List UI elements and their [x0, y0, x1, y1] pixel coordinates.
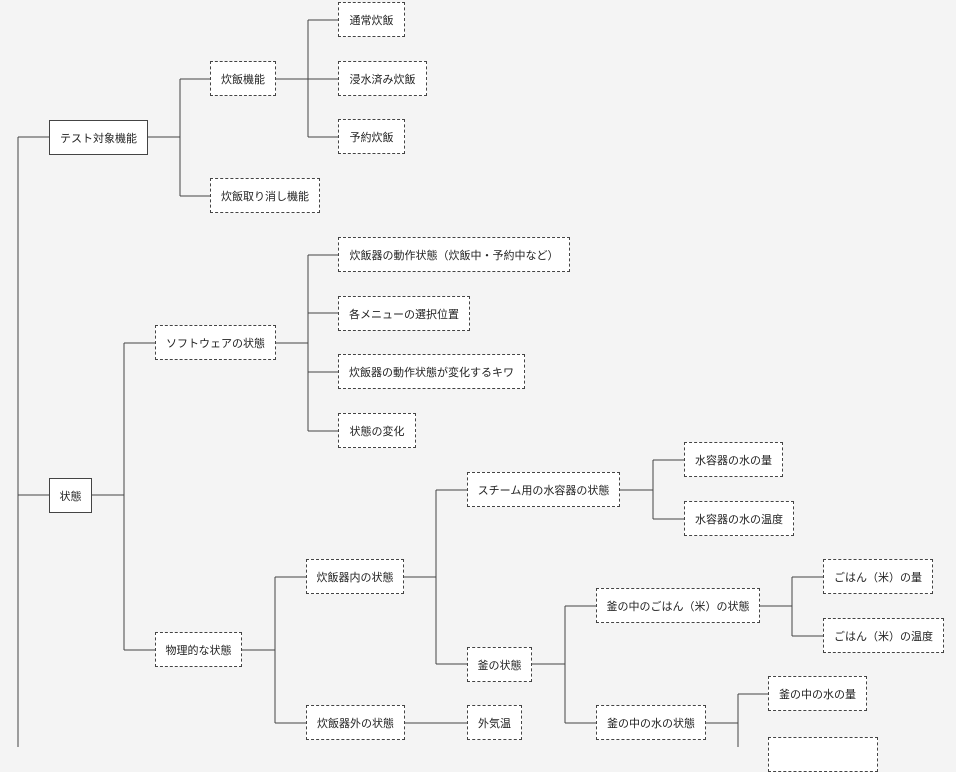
node-rice-temp[interactable]: ごはん（米）の温度: [823, 618, 944, 653]
node-pot-water-amount[interactable]: 釜の中の水の量: [768, 676, 867, 711]
node-state-change-key[interactable]: 炊飯器の動作状態が変化するキワ: [338, 354, 525, 389]
node-normal-cooking[interactable]: 通常炊飯: [338, 2, 405, 37]
node-rice-cooking[interactable]: 炊飯機能: [210, 61, 276, 96]
node-tank-water-temp[interactable]: 水容器の水の温度: [684, 501, 794, 536]
node-pot-state[interactable]: 釜の状態: [467, 647, 532, 682]
node-soaked-cooking[interactable]: 浸水済み炊飯: [338, 61, 427, 96]
node-cooker-inside[interactable]: 炊飯器内の状態: [306, 559, 404, 594]
node-timer-cooking[interactable]: 予約炊飯: [338, 119, 405, 154]
node-outside-temp[interactable]: 外気温: [467, 705, 522, 740]
node-tank-water-amount[interactable]: 水容器の水の量: [684, 442, 783, 477]
node-cancel-cooking[interactable]: 炊飯取り消し機能: [210, 178, 320, 213]
node-pot-rice-state[interactable]: 釜の中のごはん（米）の状態: [596, 588, 760, 623]
node-state-change[interactable]: 状態の変化: [338, 413, 416, 448]
node-physical-state[interactable]: 物理的な状態: [155, 632, 242, 667]
node-rice-amount[interactable]: ごはん（米）の量: [823, 559, 933, 594]
node-cooker-outside[interactable]: 炊飯器外の状態: [306, 705, 405, 740]
node-menu-position[interactable]: 各メニューの選択位置: [338, 296, 470, 331]
node-state[interactable]: 状態: [49, 478, 92, 513]
node-test-target[interactable]: テスト対象機能: [49, 120, 148, 155]
node-operating-state[interactable]: 炊飯器の動作状態（炊飯中・予約中など）: [338, 237, 570, 272]
node-steam-tank-state[interactable]: スチーム用の水容器の状態: [467, 472, 620, 507]
connector-lines: [17, 19, 824, 747]
node-pot-water-state[interactable]: 釜の中の水の状態: [596, 705, 706, 740]
node-software-state[interactable]: ソフトウェアの状態: [155, 325, 276, 360]
node-partial-cutoff[interactable]: [768, 737, 878, 772]
